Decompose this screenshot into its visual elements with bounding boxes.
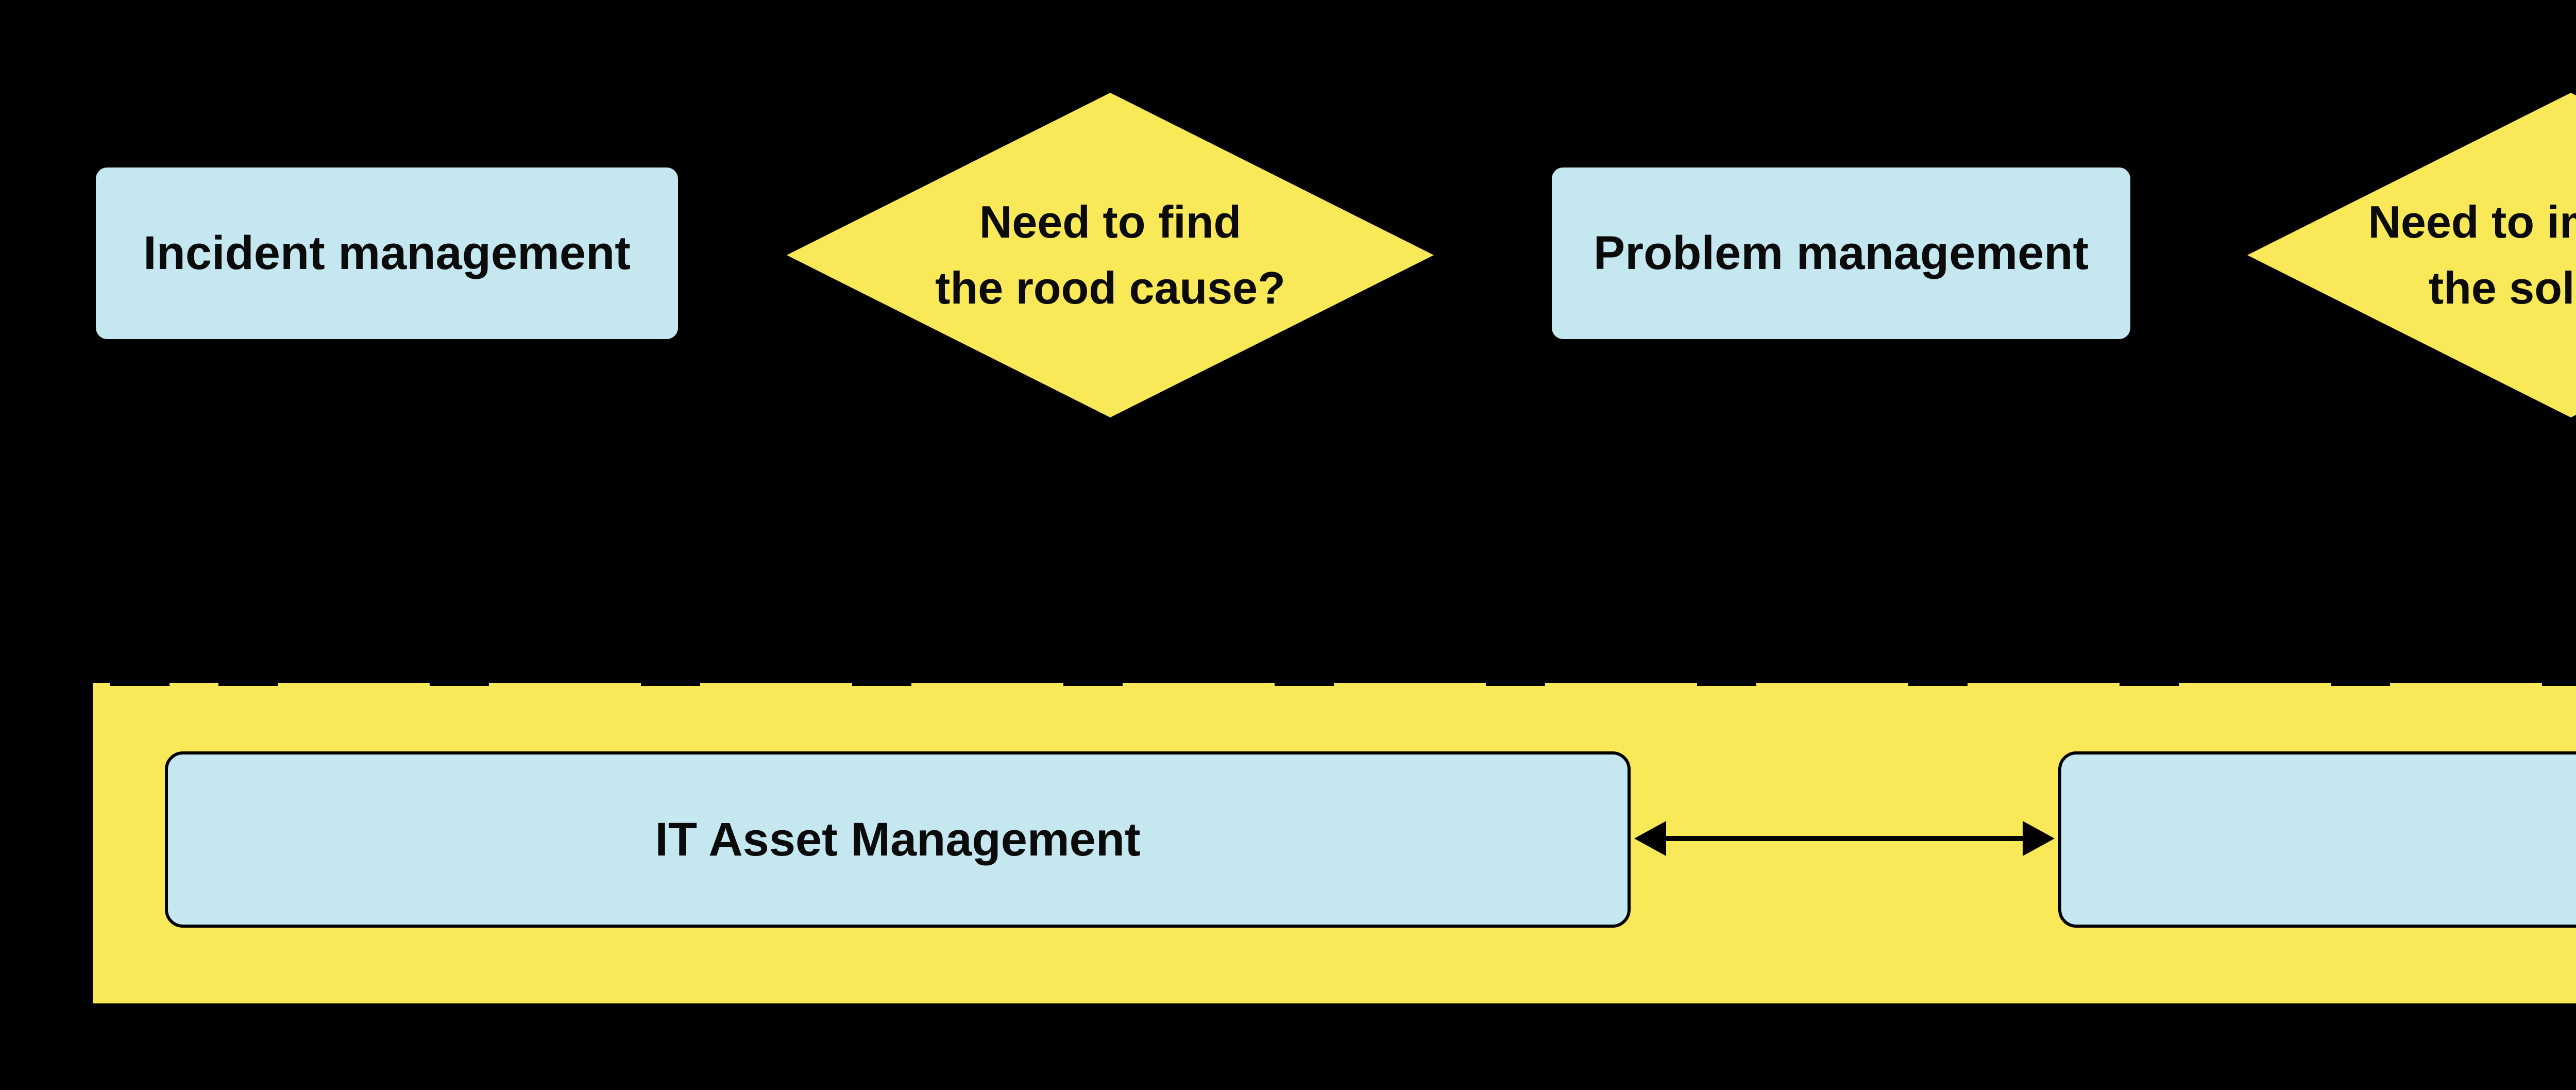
decision-root-cause-line2: the rood cause?: [935, 262, 1285, 313]
node-problem-management: Problem management: [1552, 167, 2130, 339]
node-it-asset-management-label: IT Asset Management: [655, 813, 1141, 866]
node-problem-management-label: Problem management: [1593, 227, 2089, 279]
node-it-asset-management: IT Asset Management: [165, 751, 1631, 928]
dashed-top-border: [93, 683, 2576, 686]
bidirectional-arrow-icon: [1634, 821, 2055, 856]
decision-implement-solution-line1: Need to implement: [2368, 196, 2576, 248]
node-cmdb: CMDB: [2058, 751, 2576, 928]
node-incident-management: Incident management: [96, 167, 678, 339]
node-incident-management-label: Incident management: [143, 227, 631, 279]
decision-implement-solution-line2: the solution?: [2428, 262, 2576, 313]
decision-root-cause: Need to find the rood cause?: [787, 93, 1434, 417]
foundation-container: IT Asset Management CMDB: [93, 683, 2576, 1003]
decision-implement-solution: Need to implement the solution?: [2247, 93, 2576, 417]
decision-root-cause-line1: Need to find: [979, 196, 1242, 248]
